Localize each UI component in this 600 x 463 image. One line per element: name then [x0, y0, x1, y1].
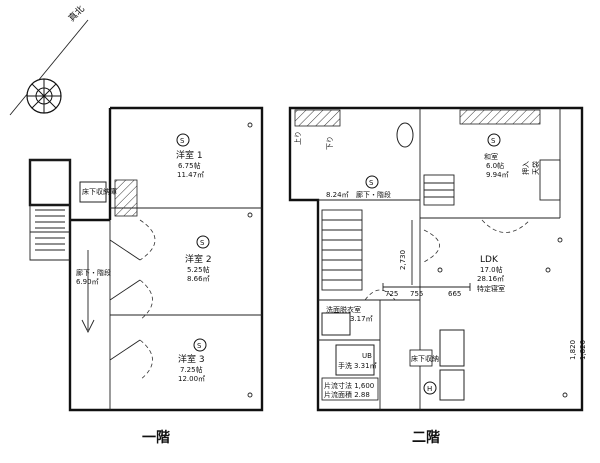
bed3-area: 12.00㎡ [178, 375, 205, 383]
hall2-area: 8.24㎡ [326, 191, 349, 199]
stair-up-label: 上り [293, 131, 302, 145]
north-arrow-line [9, 19, 89, 116]
bed1-smoke-detector-icon [176, 133, 190, 147]
info-line-1: 片流寸法 1,600 [324, 381, 374, 390]
dim-1820-a: 1,820 [569, 340, 577, 360]
washroom-basin [321, 312, 351, 336]
storage2-name: 床下収納 [411, 354, 439, 363]
floor1-stair [29, 159, 71, 261]
washroom-area: 3.17㎡ [350, 315, 373, 323]
stair-down-label: 下り [326, 136, 334, 150]
bed2-area: 8.66㎡ [187, 275, 210, 283]
hall2-symbol: S [369, 179, 374, 187]
hall-name: 廊下・階段 [76, 268, 111, 277]
toilet-fixture [396, 122, 414, 148]
floor1-plan: S 洋室 1 6.75帖 11.47㎡ S 洋室 2 5.25帖 8.66㎡ S… [28, 106, 264, 446]
washitsu-name: 和室 [484, 152, 498, 161]
washitsu-smoke-detector-icon [487, 133, 501, 147]
dim-755: 755 [410, 290, 423, 298]
bed3-smoke-detector-icon [193, 338, 207, 352]
bathtub [335, 344, 375, 376]
info-line-2: 片流面積 2.88 [324, 390, 370, 399]
floor1-outer-wall [28, 106, 264, 412]
heater-symbol: H [427, 385, 432, 393]
bed2-smoke-detector-icon [196, 235, 210, 249]
wc-area: 3.31㎡ [354, 362, 377, 370]
washroom-name: 洗面脱衣室 [326, 305, 361, 314]
wc-name: 手洗 [338, 361, 352, 370]
dim-1820-b: 1,820 [579, 340, 587, 360]
ub-label: UB [362, 352, 372, 360]
storage2-box [409, 349, 433, 367]
floor2-balcony-hatch [294, 109, 341, 127]
closet-box [539, 159, 561, 201]
bed1-area: 11.47㎡ [177, 171, 204, 179]
kitchen-sink [439, 329, 465, 367]
floor1-title: 一階 [142, 429, 170, 446]
closet-note: 天袋 [531, 161, 540, 175]
bed3-tatami: 7.25帖 [180, 365, 203, 374]
kitchen-stove [439, 369, 465, 401]
floor2-outer-wall [288, 106, 584, 412]
floor2-plan: S 和室 6.0帖 9.94㎡ S 8.24㎡ 廊下・階段 LDK 17.0帖 … [288, 106, 587, 446]
closet-name: 押入 [521, 161, 530, 175]
bed2-name: 洋室 2 [185, 253, 212, 265]
bed1-tatami: 6.75帖 [178, 161, 201, 170]
floor1-storage-box [79, 181, 107, 203]
washitsu-symbol: S [491, 137, 496, 145]
dim-725: 725 [385, 290, 398, 298]
storage-name: 床下収納庫 [82, 187, 117, 196]
floor2-title: 二階 [412, 429, 440, 446]
heater-symbol-icon [423, 381, 437, 395]
ldk-name: LDK [480, 255, 499, 265]
washitsu-area: 9.94㎡ [486, 171, 509, 179]
hall2-smoke-detector-icon [365, 175, 379, 189]
ldk-tatami: 17.0帖 [480, 265, 503, 274]
dim-2730: 2,730 [399, 250, 407, 270]
bed1-symbol: S [180, 137, 185, 145]
floor2-stair [321, 174, 455, 291]
dim-665: 665 [448, 290, 461, 298]
bed3-symbol: S [197, 342, 202, 350]
north-label: 真北 [66, 3, 87, 24]
floor1-hall-wall [70, 108, 112, 222]
info-box [321, 377, 379, 401]
compass: 真北 [9, 3, 89, 116]
ldk-area: 28.16㎡ [477, 275, 504, 283]
hall2-name: 廊下・階段 [356, 190, 391, 199]
washitsu-tatami: 6.0帖 [486, 161, 504, 170]
ldk-note: 特定寝室 [477, 284, 505, 293]
hall-area: 6.90㎡ [76, 278, 99, 286]
bed3-name: 洋室 3 [178, 353, 205, 365]
bed1-name: 洋室 1 [176, 149, 203, 161]
bed2-symbol: S [200, 239, 205, 247]
bed2-tatami: 5.25帖 [187, 265, 210, 274]
